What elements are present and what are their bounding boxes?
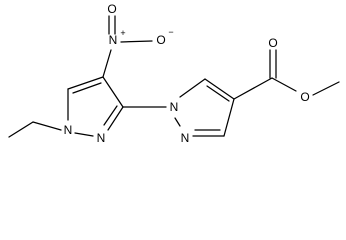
bond-nlink-c5r — [179, 78, 206, 98]
bond-c5-c4-double-inner — [72, 82, 102, 94]
charge-minus-oxygen: − — [168, 27, 173, 37]
atom-n-nitro: N — [109, 33, 118, 47]
bond-c4-nnitro — [102, 49, 112, 78]
chemical-structure-diagram: N N N + O O − N N O O — [8, 2, 340, 145]
charge-plus-nitro: + — [120, 28, 125, 38]
bond-c5-c4-double — [67, 76, 104, 90]
bond-c3-n2-double-inner — [103, 105, 118, 126]
bond-c3-n2-double — [107, 106, 124, 131]
atom-n-ethyl: N — [64, 123, 73, 137]
atom-n-ring2: N — [181, 131, 190, 145]
atom-o-ester: O — [300, 90, 309, 104]
bond-ch2-n1 — [32, 121, 62, 131]
bond-n2-n1 — [74, 132, 94, 137]
bond-c5r-c4r-double — [204, 78, 235, 100]
bond-ch3-ch2 — [8, 121, 34, 138]
atom-n-link: N — [170, 100, 179, 114]
atom-n-ring1: N — [97, 131, 106, 145]
atom-o-nitro-double: O — [107, 2, 116, 16]
bond-c5r-c4r-double-inner — [206, 85, 230, 102]
bond-oester-ch3 — [312, 81, 340, 96]
bond-ccarbonyl-oester — [271, 77, 297, 92]
bond-c4r-ccarbonyl — [233, 77, 273, 100]
bond-c4r-c3r — [223, 98, 235, 137]
bond-nnitro-o-single — [120, 40, 153, 43]
atom-o-nitro-single: O — [156, 33, 165, 47]
atom-o-carbonyl: O — [268, 36, 277, 50]
bond-n2r-nlink — [174, 117, 181, 127]
bond-c4-c3 — [102, 76, 124, 108]
